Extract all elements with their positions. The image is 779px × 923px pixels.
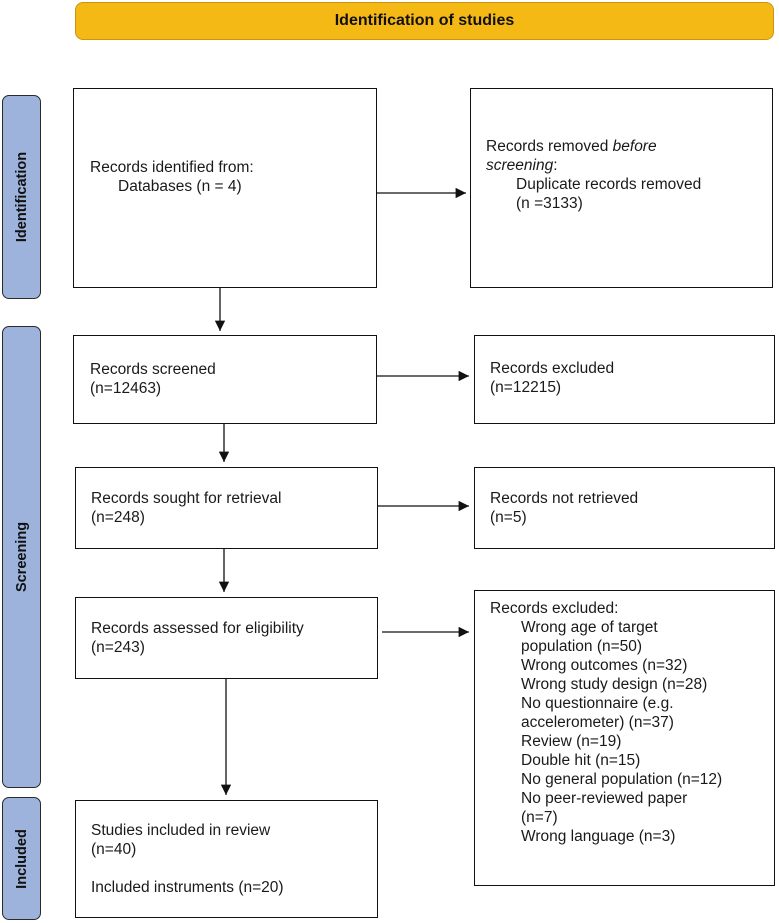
studies-included-count: (n=40): [91, 841, 137, 858]
records-identified-databases: Databases (n = 4): [118, 178, 242, 195]
records-not-retrieved-count: (n=5): [490, 509, 527, 526]
phase-included: Included: [2, 797, 41, 920]
excluded-reason-item: No questionnaire (e.g.: [521, 695, 674, 712]
excluded-reason-item: Double hit (n=15): [521, 752, 641, 769]
records-removed-subtitle: screening:: [486, 157, 558, 174]
records-removed-title: Records removed before: [486, 138, 657, 155]
duplicates-removed-label: Duplicate records removed: [516, 176, 702, 193]
excluded-reasons-title: Records excluded:: [490, 600, 619, 617]
header-banner: Identification of studies: [75, 2, 774, 40]
records-screened-box: Records screened (n=12463): [73, 335, 377, 424]
excluded-reason-item: Wrong age of target: [521, 619, 658, 636]
excluded-reason-item: population (n=50): [521, 638, 643, 655]
excluded-reason-item: accelerometer) (n=37): [521, 714, 674, 731]
records-excluded-reasons-box: Records excluded: Wrong age of target po…: [474, 590, 775, 886]
records-screened-count: (n=12463): [90, 380, 162, 397]
phase-screening: Screening: [2, 326, 41, 788]
records-sought-count: (n=248): [91, 509, 145, 526]
duplicates-removed-count: (n =3133): [516, 195, 583, 212]
records-excluded-box: Records excluded (n=12215): [474, 335, 775, 424]
records-sought-box: Records sought for retrieval (n=248): [75, 467, 378, 549]
excluded-reason-item: Review (n=19): [521, 733, 622, 750]
records-identified-title: Records identified from:: [90, 159, 254, 176]
studies-included-box: Studies included in review (n=40) Includ…: [75, 800, 378, 918]
records-excluded-title: Records excluded: [490, 360, 615, 377]
records-assessed-title: Records assessed for eligibility: [91, 620, 304, 637]
excluded-reason-item: No general population (n=12): [521, 771, 723, 788]
excluded-reason-item: Wrong study design (n=28): [521, 676, 708, 693]
excluded-reason-item: No peer-reviewed paper: [521, 790, 688, 807]
excluded-reason-item: Wrong outcomes (n=32): [521, 657, 688, 674]
records-assessed-box: Records assessed for eligibility (n=243): [75, 597, 378, 679]
included-instruments: Included instruments (n=20): [91, 879, 284, 896]
header-title: Identification of studies: [334, 12, 515, 29]
records-excluded-count: (n=12215): [490, 379, 562, 396]
records-assessed-count: (n=243): [91, 639, 145, 656]
records-not-retrieved-box: Records not retrieved (n=5): [474, 467, 775, 549]
studies-included-title: Studies included in review: [91, 822, 271, 839]
records-sought-title: Records sought for retrieval: [91, 490, 282, 507]
excluded-reason-item: (n=7): [521, 809, 558, 826]
excluded-reasons-list: Wrong age of target population (n=50) Wr…: [490, 618, 774, 846]
excluded-reason-item: Wrong language (n=3): [521, 828, 676, 845]
records-not-retrieved-title: Records not retrieved: [490, 490, 639, 507]
records-identified-box: Records identified from: Databases (n = …: [73, 88, 377, 288]
records-screened-title: Records screened: [90, 361, 216, 378]
phase-identification: Identification: [2, 95, 41, 299]
records-removed-box: Records removed before screening: Duplic…: [470, 88, 773, 288]
